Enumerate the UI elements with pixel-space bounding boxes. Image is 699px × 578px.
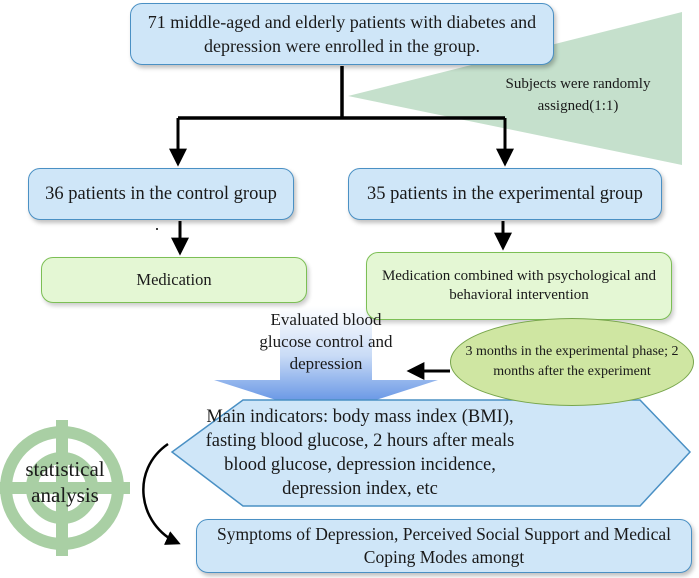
timeline-ellipse: 3 months in the experimental phase; 2 mo…: [450, 318, 694, 406]
combined-intervention-text: Medication combined with psychological a…: [381, 268, 657, 303]
main-indicators-hexagon: [170, 399, 692, 507]
statistical-analysis-label: statistical analysis: [25, 457, 105, 508]
medication-box: Medication: [41, 257, 307, 303]
secondary-outcomes-text: Symptoms of Depression, Perceived Social…: [217, 524, 671, 567]
control-group-text: 36 patients in the control group: [45, 183, 277, 204]
combined-intervention-box: Medication combined with psychological a…: [366, 252, 672, 320]
secondary-outcomes-box: Symptoms of Depression, Perceived Social…: [196, 519, 692, 573]
control-group-box: 36 patients in the control group: [28, 168, 294, 220]
target-icon: [0, 420, 130, 556]
randomization-label: Subjects were randomly assigned(1:1): [505, 76, 651, 114]
enrollment-text: 71 middle-aged and elderly patients with…: [147, 11, 537, 56]
evaluation-arrow-shape: [214, 306, 438, 416]
evaluation-label: Evaluated blood glucose control and depr…: [259, 310, 393, 374]
main-indicators-text: Main indicators: body mass index (BMI), …: [205, 406, 515, 500]
enrollment-box: 71 middle-aged and elderly patients with…: [130, 3, 554, 65]
curved-arrow-to-symptoms: [142, 442, 181, 545]
timeline-text: 3 months in the experimental phase; 2 mo…: [465, 344, 679, 379]
experimental-group-box: 35 patients in the experimental group: [348, 168, 662, 220]
randomization-arrow-shape: [348, 12, 682, 165]
experimental-group-text: 35 patients in the experimental group: [367, 183, 643, 204]
medication-text: Medication: [136, 269, 212, 289]
